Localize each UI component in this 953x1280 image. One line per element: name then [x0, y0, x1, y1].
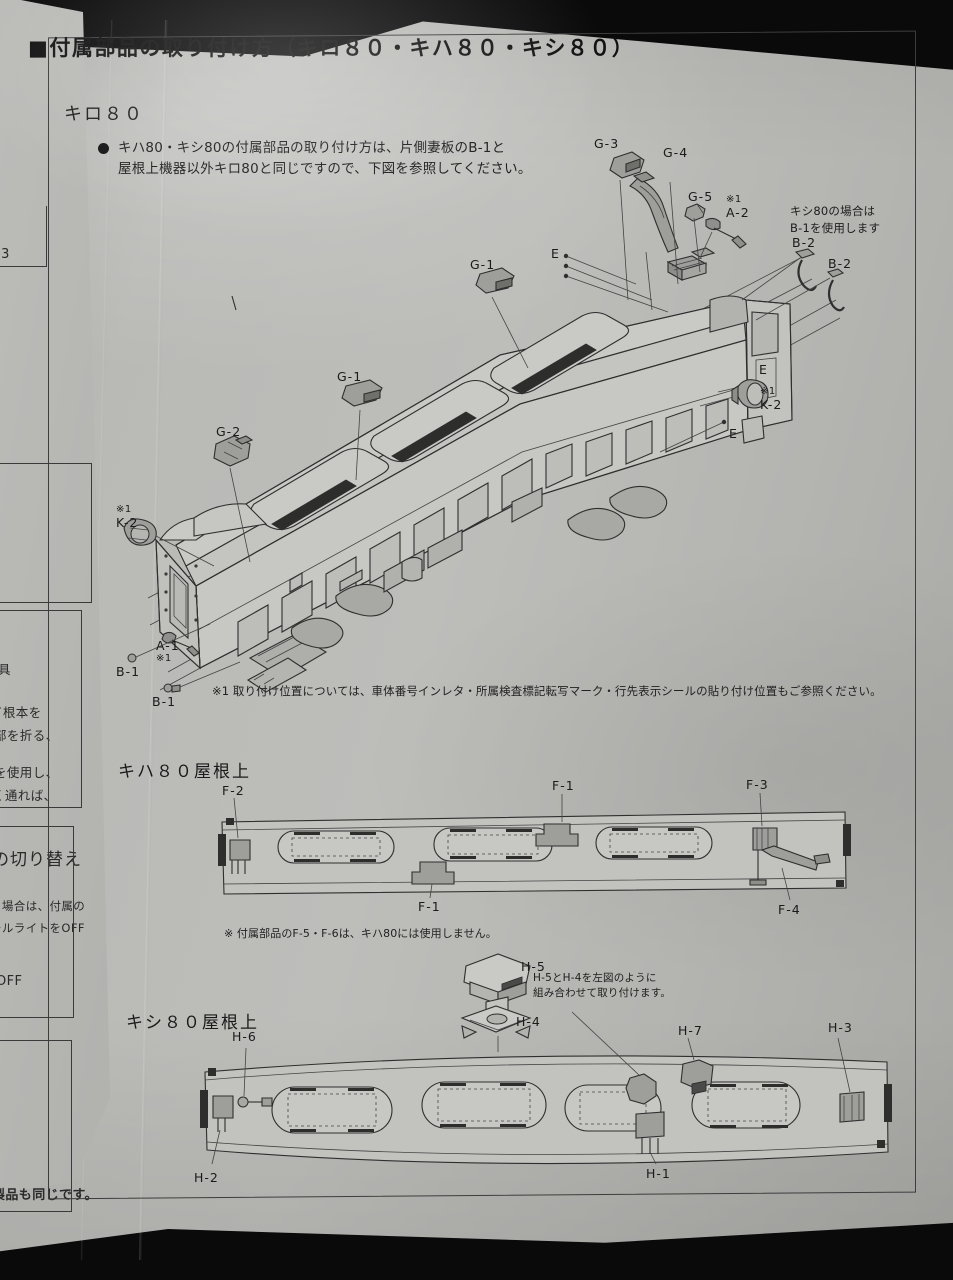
- section-heading-kiro80: キロ８０: [64, 104, 144, 125]
- label-h-3: H-3: [828, 1020, 853, 1035]
- label-k-2-left-mark: ※1: [116, 504, 132, 515]
- left-frag-8: ールライトをOFF: [0, 921, 85, 935]
- label-b-2-a: B-2: [792, 235, 817, 250]
- callout-kishi80-note: キシ80の場合は B-1を使用します: [790, 204, 881, 236]
- label-g-4: G-4: [663, 145, 689, 160]
- label-f-2: F-2: [222, 783, 245, 798]
- label-g-2: G-2: [216, 424, 242, 439]
- callout-h5-h4-note: H-5とH-4を左図のように 組み合わせて取り付けます。: [533, 972, 672, 1000]
- label-h-2: H-2: [194, 1170, 219, 1185]
- label-h-5: H-5: [521, 959, 546, 974]
- kiha80-roof-plan: [218, 792, 851, 901]
- label-h-4: H-4: [516, 1014, 541, 1029]
- label-a-2: A-2: [726, 205, 750, 220]
- footnote-1: ※1 取り付け位置については、車体番号インレタ・所属検査標記転写マーク・行先表示…: [212, 684, 882, 698]
- section-heading-kiha80: キハ８０屋根上: [118, 762, 251, 782]
- label-g-1-b: G-1: [337, 369, 363, 384]
- label-e-3: E: [729, 426, 738, 441]
- label-b-1-a: B-1: [116, 664, 141, 679]
- left-page-box-2: [0, 610, 82, 808]
- label-g-1-a: G-1: [470, 257, 496, 272]
- section-heading-kishi80: キシ８０屋根上: [126, 1013, 259, 1033]
- page-title: ■付属部品の取り付け方（キロ８０・キハ８０・キシ８０）: [28, 36, 635, 60]
- left-frag-7: る場合は、付属の: [0, 899, 86, 913]
- label-a-1: A-1: [156, 638, 180, 653]
- left-page-box-5: [0, 206, 47, 267]
- left-page-box-3: [0, 826, 74, 1018]
- label-g-5: G-5: [688, 189, 714, 204]
- left-frag-4: を使用し、: [0, 765, 59, 780]
- left-frag-9: OFF: [0, 974, 23, 989]
- left-page-box-1: [0, 463, 92, 603]
- label-h-7: H-7: [678, 1023, 703, 1038]
- label-h-1: H-1: [646, 1166, 671, 1181]
- left-frag-6: の切り替え: [0, 850, 82, 870]
- label-a-2-mark: ※1: [726, 194, 742, 205]
- kiro80-bullet-text: キハ80・キシ80の付属部品の取り付け方は、片側妻板のB-1と 屋根上機器以外キ…: [118, 140, 532, 177]
- left-frag-5: く通れば、: [0, 788, 57, 803]
- label-k-2-left: K-2: [116, 515, 139, 530]
- bullet-dot-icon: [98, 143, 109, 154]
- label-f-4: F-4: [778, 902, 801, 917]
- label-k-2-right-mark: ※1: [760, 386, 776, 397]
- left-page-box-4: [0, 1040, 72, 1212]
- label-f-1-top: F-1: [552, 778, 575, 793]
- label-k-2-right: K-2: [760, 397, 783, 412]
- label-k-2-right-group: ※1 K-2: [760, 386, 782, 412]
- left-frag-top: -3: [0, 247, 10, 262]
- label-a-1-mark: ※1: [156, 653, 172, 664]
- left-frag-3: 部を折る、: [0, 728, 59, 743]
- label-h-6: H-6: [232, 1029, 257, 1044]
- kiro80-bullet: キハ80・キシ80の付属部品の取り付け方は、片側妻板のB-1と 屋根上機器以外キ…: [98, 138, 618, 180]
- label-e-1: E: [551, 246, 560, 261]
- label-b-1-b: B-1: [152, 694, 177, 709]
- label-a-1-group: A-1 ※1: [156, 638, 180, 664]
- left-frag-1: 具: [0, 662, 11, 677]
- label-e-2: E: [759, 362, 768, 377]
- left-frag-2: て根本を: [0, 705, 42, 720]
- label-g-3: G-3: [594, 136, 620, 151]
- label-f-1-bottom: F-1: [418, 899, 441, 914]
- label-f-3: F-3: [746, 777, 769, 792]
- label-k-2-left-group: ※1 K-2: [116, 504, 138, 530]
- label-b-2-b: B-2: [828, 256, 853, 271]
- label-a-2-group: ※1 A-2: [726, 194, 750, 220]
- footnote-2: ※ 付属部品のF-5・F-6は、キハ80には使用しません。: [224, 927, 497, 940]
- left-frag-10: 製品も同じです。: [0, 1188, 98, 1203]
- kishi80-roof-plan: [200, 953, 892, 1165]
